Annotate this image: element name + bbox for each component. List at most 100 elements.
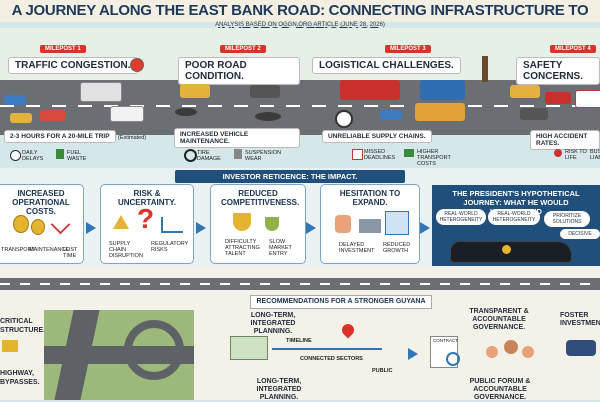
- milepost-4-footer: HIGH ACCIDENT RATES.: [530, 130, 600, 150]
- milepost-4: MILEPOST 4 SAFETY CONCERNS. HIGH ACCIDEN…: [470, 40, 600, 168]
- milepost-2: MILEPOST 2 POOR ROAD CONDITION. INCREASE…: [150, 40, 300, 168]
- suv-icon: [180, 84, 210, 98]
- flow-arrow-icon: [408, 348, 418, 360]
- impact-card-title: INCREASED OPERATIONAL COSTS.: [12, 189, 70, 216]
- car-icon: [510, 85, 540, 98]
- van-icon: [110, 106, 144, 122]
- milepost-1-footer: 2-3 HOURS FOR A 20-MILE TRIP: [4, 130, 116, 143]
- down-arrow-icon: [50, 214, 71, 235]
- people-icon: [522, 346, 534, 358]
- impact-item: LOST TIME: [63, 247, 78, 259]
- milepost-1: MILEPOST 1 TRAFFIC CONGESTION. 2-3 HOURS…: [0, 40, 150, 168]
- trophy-icon: [233, 213, 251, 231]
- limousine-icon: [450, 241, 572, 263]
- handshake-icon: [566, 340, 596, 356]
- milepost-4-item: BUSINESS LIABILITY: [590, 149, 600, 161]
- rec-left-text: BYPASSES.: [0, 379, 40, 386]
- rec-governance-subtitle: PUBLIC FORUM & ACCOUNTABLE GOVERNANCE.: [469, 378, 531, 401]
- impact-card-competitiveness: REDUCED COMPETITIVENESS. DIFFICULTY ATTR…: [210, 184, 306, 264]
- blueprint-icon: [385, 211, 409, 235]
- people-icon: [486, 346, 498, 358]
- impact-item: TRANSPORT: [1, 247, 35, 253]
- impact-item: REGULATORY RISKS: [151, 241, 189, 253]
- milepost-3-footer: UNRELIABLE SUPPLY CHAINS.: [322, 130, 432, 143]
- president-panel: THE PRESIDENT'S HYPOTHETICAL JOURNEY: WH…: [432, 185, 600, 267]
- milepost-4-tag: MILEPOST 4: [550, 45, 596, 53]
- pothole-icon: [255, 112, 281, 121]
- suspension-icon: [234, 149, 242, 159]
- tire-icon: [184, 149, 197, 162]
- excavator-icon: [2, 340, 18, 352]
- milepost-2-item: TIRE DAMAGE: [197, 150, 221, 162]
- highway-interchange-icon: [44, 310, 194, 400]
- milepost-3: MILEPOST 3 LOGISTICAL CHALLENGES. UNRELI…: [300, 40, 470, 168]
- rec-planning-subtitle: LONG-TERM, INTEGRATED PLANNING.: [256, 378, 302, 401]
- rec-connected-label: CONNECTED SECTORS: [300, 356, 363, 362]
- warning-icon: [113, 215, 129, 229]
- map-icon: [230, 336, 268, 360]
- milepost-2-heading: POOR ROAD CONDITION.: [178, 57, 300, 85]
- highway-icon: [124, 320, 184, 380]
- impact-card-title: REDUCED COMPETITIVENESS.: [221, 189, 300, 207]
- road-lane-marking: [0, 105, 600, 107]
- flow-arrow-icon: [306, 222, 316, 234]
- car-icon: [10, 113, 32, 123]
- milepost-4-item: RISK TO LIFE: [565, 149, 587, 161]
- milepost-2-item: SUSPENSION WEAR: [245, 150, 282, 162]
- factory-icon: [359, 219, 381, 233]
- recommendations-header: RECOMMENDATIONS FOR A STRONGER GUYANA: [250, 295, 432, 309]
- impact-card-costs: INCREASED OPERATIONAL COSTS. TRANSPORT M…: [0, 184, 84, 264]
- milepost-3-item: MISSED DEADLINES: [364, 149, 396, 161]
- rec-planning-title: LONG-TERM, INTEGRATED PLANNING.: [250, 312, 296, 335]
- car-icon: [520, 108, 548, 120]
- milepost-1-note: (Estimated): [118, 135, 147, 141]
- heart-icon: [554, 149, 562, 157]
- impact-item: SUPPLY CHAIN DISRUPTION: [109, 241, 143, 259]
- seal-icon: [502, 245, 511, 254]
- chart-icon: [161, 217, 183, 233]
- thought-bubble: PRIORITIZE SOLUTIONS: [544, 211, 590, 227]
- trophy-icon: [265, 217, 279, 231]
- people-icon: [504, 340, 518, 354]
- milepost-1-tag: MILEPOST 1: [40, 45, 86, 53]
- car-icon: [380, 110, 402, 120]
- rec-timeline-label: TIMELINE: [286, 338, 312, 344]
- truck-icon: [80, 82, 122, 102]
- question-mark-icon: ?: [137, 203, 155, 234]
- rec-left-text: CRITICAL: [0, 318, 33, 325]
- magnifier-icon: [446, 352, 460, 366]
- money-bag-icon: [13, 215, 29, 233]
- rec-governance-title: TRANSPARENT & ACCOUNTABLE GOVERNANCE.: [469, 308, 529, 331]
- flow-arrow-icon: [420, 222, 430, 234]
- impact-header: INVESTOR RETICENCE: THE IMPACT.: [175, 170, 405, 183]
- thought-bubble: DECISIVE: [560, 229, 600, 239]
- timeline-line: [272, 348, 382, 350]
- money-bag-icon: [31, 219, 45, 235]
- milepost-3-heading: LOGISTICAL CHALLENGES.: [312, 57, 461, 74]
- bottom-road-marking: [0, 283, 600, 285]
- rec-public-label: PUBLIC: [372, 368, 393, 374]
- car-icon: [545, 92, 571, 104]
- impact-item: SLOW MARKET ENTRY: [269, 239, 292, 257]
- milepost-4-heading: SAFETY CONCERNS.: [516, 57, 600, 85]
- flow-arrow-icon: [196, 222, 206, 234]
- truck-icon: [340, 80, 400, 100]
- rec-right-text: FOSTER INVESTMENT: [560, 312, 600, 327]
- milepost-2-footer: INCREASED VEHICLE MAINTENANCE.: [174, 128, 300, 148]
- impact-item: DIFFICULTY ATTRACTING TALENT: [225, 239, 260, 257]
- rec-left-text: HIGHWAY,: [0, 370, 34, 377]
- milepost-1-heading: TRAFFIC CONGESTION.: [8, 57, 138, 74]
- fuel-icon: [56, 149, 64, 159]
- money-icon: [404, 149, 414, 157]
- impact-card-title: RISK & UNCERTAINTY.: [117, 189, 177, 207]
- stop-hand-icon: [335, 215, 351, 233]
- thought-bubble: REAL-WORLD HETEROGENEITY: [436, 209, 486, 225]
- impact-card-risk: RISK & UNCERTAINTY. ? SUPPLY CHAIN DISRU…: [100, 184, 194, 264]
- car-icon: [4, 95, 26, 105]
- impact-item: REDUCED GROWTH: [383, 242, 411, 254]
- milepost-1-item: DAILY DELAYS: [22, 150, 44, 162]
- rec-contract-label: CONTRACT: [433, 338, 458, 343]
- car-icon: [40, 110, 66, 121]
- rec-left-text: STRUCTURE.: [0, 327, 46, 334]
- car-icon: [250, 85, 280, 98]
